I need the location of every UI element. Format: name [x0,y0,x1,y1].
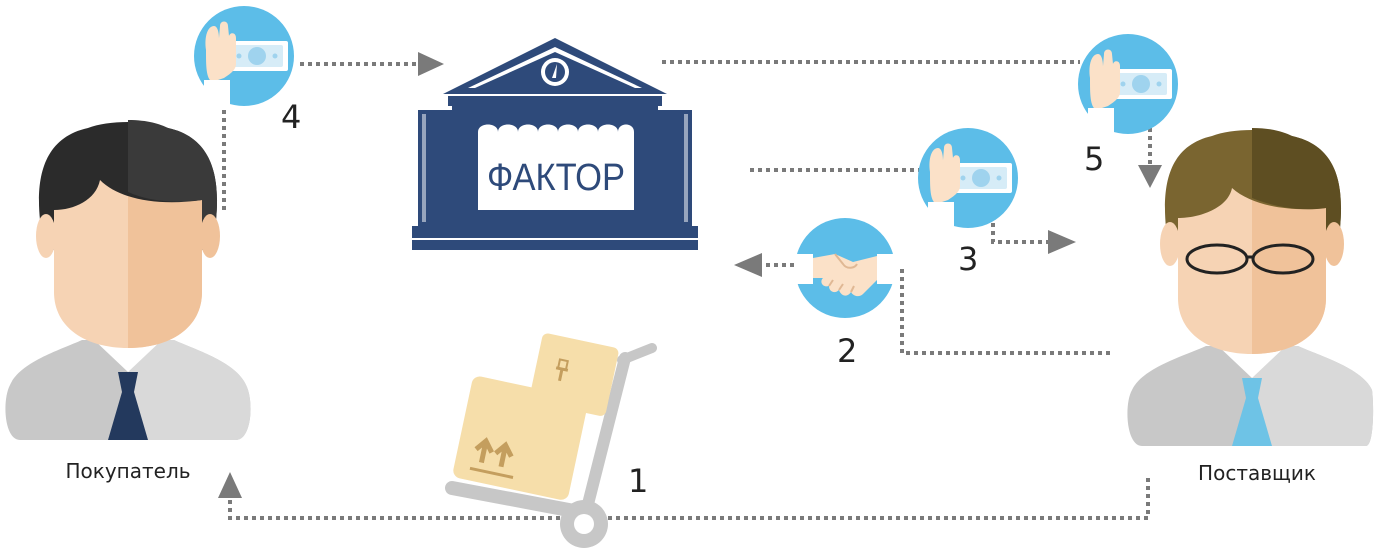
arrowhead-step4 [418,52,444,76]
buyer-label: Покупатель [65,459,190,483]
arrow-step2-path [900,268,1110,355]
step-number-2: 2 [837,332,857,370]
step-number-5: 5 [1084,140,1104,178]
money-hand-icon-step3 [918,128,1018,230]
buyer-person-icon [5,120,251,440]
step-number-3: 3 [958,240,978,278]
bank-icon [412,38,698,250]
money-hand-icon-step4 [194,6,294,108]
arrow-step3-branch [991,215,1050,244]
arrowhead-step3 [1048,230,1076,254]
cart-icon [445,333,657,548]
supplier-label: Поставщик [1198,461,1316,485]
step-number-1: 1 [628,462,648,500]
arrow-step1-path [604,478,1150,520]
arrowhead-step1 [218,472,242,498]
arrowhead-step2 [734,253,762,277]
handshake-icon [795,218,895,318]
arrows [222,60,1152,520]
step-number-4: 4 [281,98,301,136]
step-numbers: 1 2 3 4 5 [281,98,1104,500]
money-hand-icon-step5 [1078,34,1178,136]
arrowheads [218,52,1162,498]
supplier-person-icon [1127,128,1374,446]
arrow-step1-left [228,496,560,520]
bank-name: ФАКТОР [487,157,625,199]
arrowhead-step5 [1138,165,1162,188]
